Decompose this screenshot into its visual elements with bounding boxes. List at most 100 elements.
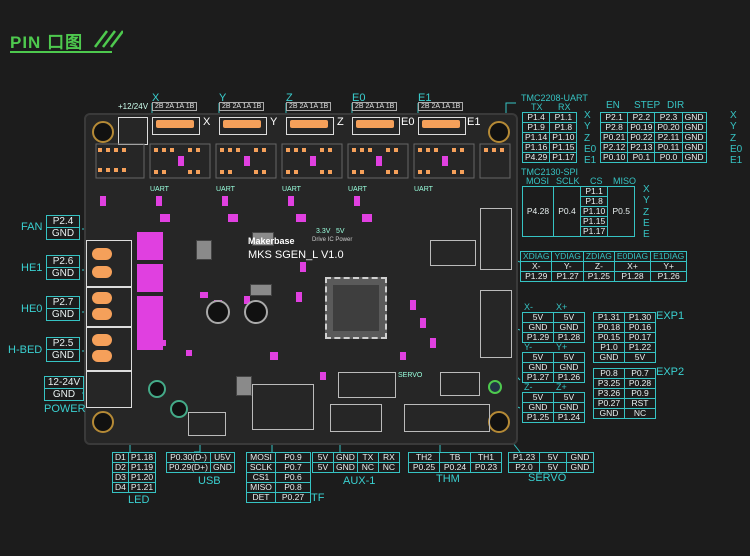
fan-pin: P2.4 xyxy=(46,215,80,228)
silk-z: Z xyxy=(337,116,344,128)
en-pin: P0.10 xyxy=(599,152,629,163)
tf-label: TF xyxy=(311,492,325,504)
spi-cs: P1.15 xyxy=(579,216,609,227)
axis-label: E0 xyxy=(730,143,743,155)
dir-pin: P0.11 xyxy=(654,142,683,153)
thermistor-header xyxy=(404,404,490,432)
silk-uart-e1: UART xyxy=(414,186,433,193)
axis-label: Y xyxy=(584,121,591,133)
table-row: 12-24V xyxy=(44,376,84,389)
silk-uart-y: UART xyxy=(216,186,235,193)
endstop-pin: 5V xyxy=(522,392,554,403)
table-row: P2.4 xyxy=(46,215,80,228)
en-pin: P2.8 xyxy=(599,122,629,133)
silk-uart-z: UART xyxy=(282,186,301,193)
aux-pin: 5V xyxy=(312,462,334,473)
step-pin: P0.22 xyxy=(627,132,656,143)
hbed-pin: P2.5 xyxy=(46,337,80,350)
usb-pin: GND xyxy=(209,462,235,473)
power-voltage: 12-24V xyxy=(44,376,84,389)
endstop-pin: GND xyxy=(522,402,554,413)
exp2-pin: GND xyxy=(593,408,625,419)
uart-rx: P1.17 xyxy=(549,152,578,163)
servo-pin: P1.23 xyxy=(508,452,540,463)
mount-hole xyxy=(92,411,114,433)
power-gnd: GND xyxy=(44,388,84,401)
motor-x-pins: 2B 2A 1A 1B xyxy=(152,102,198,111)
tf-signal: CS1 xyxy=(246,472,276,483)
terminal-block xyxy=(86,240,132,288)
terminal-pad xyxy=(92,334,112,346)
mount-hole xyxy=(488,121,510,143)
uart-tx: P1.14 xyxy=(521,132,551,143)
terminal-pad xyxy=(92,292,112,304)
axis-label: X xyxy=(643,184,650,195)
tf-signal: SCLK xyxy=(246,462,276,473)
table-row: P0.30(D-)U5V xyxy=(166,452,235,463)
motor-z-pins: 2B 2A 1A 1B xyxy=(286,102,332,111)
silk-power-label: +12/24V xyxy=(118,102,149,111)
exp1-pin: P1.22 xyxy=(624,342,656,353)
en-pin: P2.1 xyxy=(599,112,629,123)
spi-head-miso: MISO xyxy=(613,176,637,186)
exp2-label: EXP2 xyxy=(656,366,685,378)
silk-uart-e0: UART xyxy=(348,186,367,193)
axis-label: E0 xyxy=(584,143,597,155)
table-row: P2.6 xyxy=(46,255,80,268)
step-pin: P2.13 xyxy=(627,142,656,153)
gnd-pin: GND xyxy=(681,122,707,133)
aux-pin: GND xyxy=(333,452,358,463)
gnd-pin: GND xyxy=(681,152,707,163)
step-axes: X Y Z E0 E1 xyxy=(730,110,742,166)
uart-rx: P1.10 xyxy=(549,132,578,143)
diag-pin: P1.26 xyxy=(650,271,688,282)
mosfet-fan xyxy=(137,324,163,350)
thm-label: THM xyxy=(436,473,460,485)
axis-label: X xyxy=(584,110,591,121)
axis-label: E1 xyxy=(730,155,743,167)
led-pin: P1.18 xyxy=(127,452,157,463)
endstop-pin: P1.25 xyxy=(522,412,554,423)
board-drive-label: Drive IC Power xyxy=(312,237,353,243)
exp-header xyxy=(480,208,512,270)
silk-5v: 5V xyxy=(336,228,345,235)
hbed-table: P2.5 GND xyxy=(46,337,80,362)
spi-cs: P1.10 xyxy=(579,206,609,217)
servo-pin: GND xyxy=(566,462,594,473)
mosfet-bed xyxy=(137,296,163,324)
axis-label: Z xyxy=(643,206,650,218)
spi-table: P4.28 P0.4 P1.1 P0.5 P1.8 P1.10 P1.15 P1… xyxy=(522,186,636,237)
gnd-pin: GND xyxy=(681,112,707,123)
endstop-x-minus: X- xyxy=(524,302,533,312)
board-model: MKS SGEN_L V1.0 xyxy=(248,249,344,261)
endstop-z-minus: Z- xyxy=(524,382,533,392)
uart-rx: P1.8 xyxy=(549,122,578,133)
silk-servo: SERVO xyxy=(398,372,423,379)
endstop-z-plus: Z+ xyxy=(556,382,567,392)
he0-pin: P2.7 xyxy=(46,296,80,309)
thm-pin: P0.25 xyxy=(408,462,440,473)
silk-e0: E0 xyxy=(401,116,415,128)
motor-e0-pins: 2B 2A 1A 1B xyxy=(352,102,398,111)
table-row: GND xyxy=(46,349,80,362)
exp2-pin: RST xyxy=(624,398,656,409)
small-chip xyxy=(236,376,252,396)
spi-cs: P1.1 xyxy=(579,186,609,197)
axis-label: X xyxy=(730,110,737,121)
